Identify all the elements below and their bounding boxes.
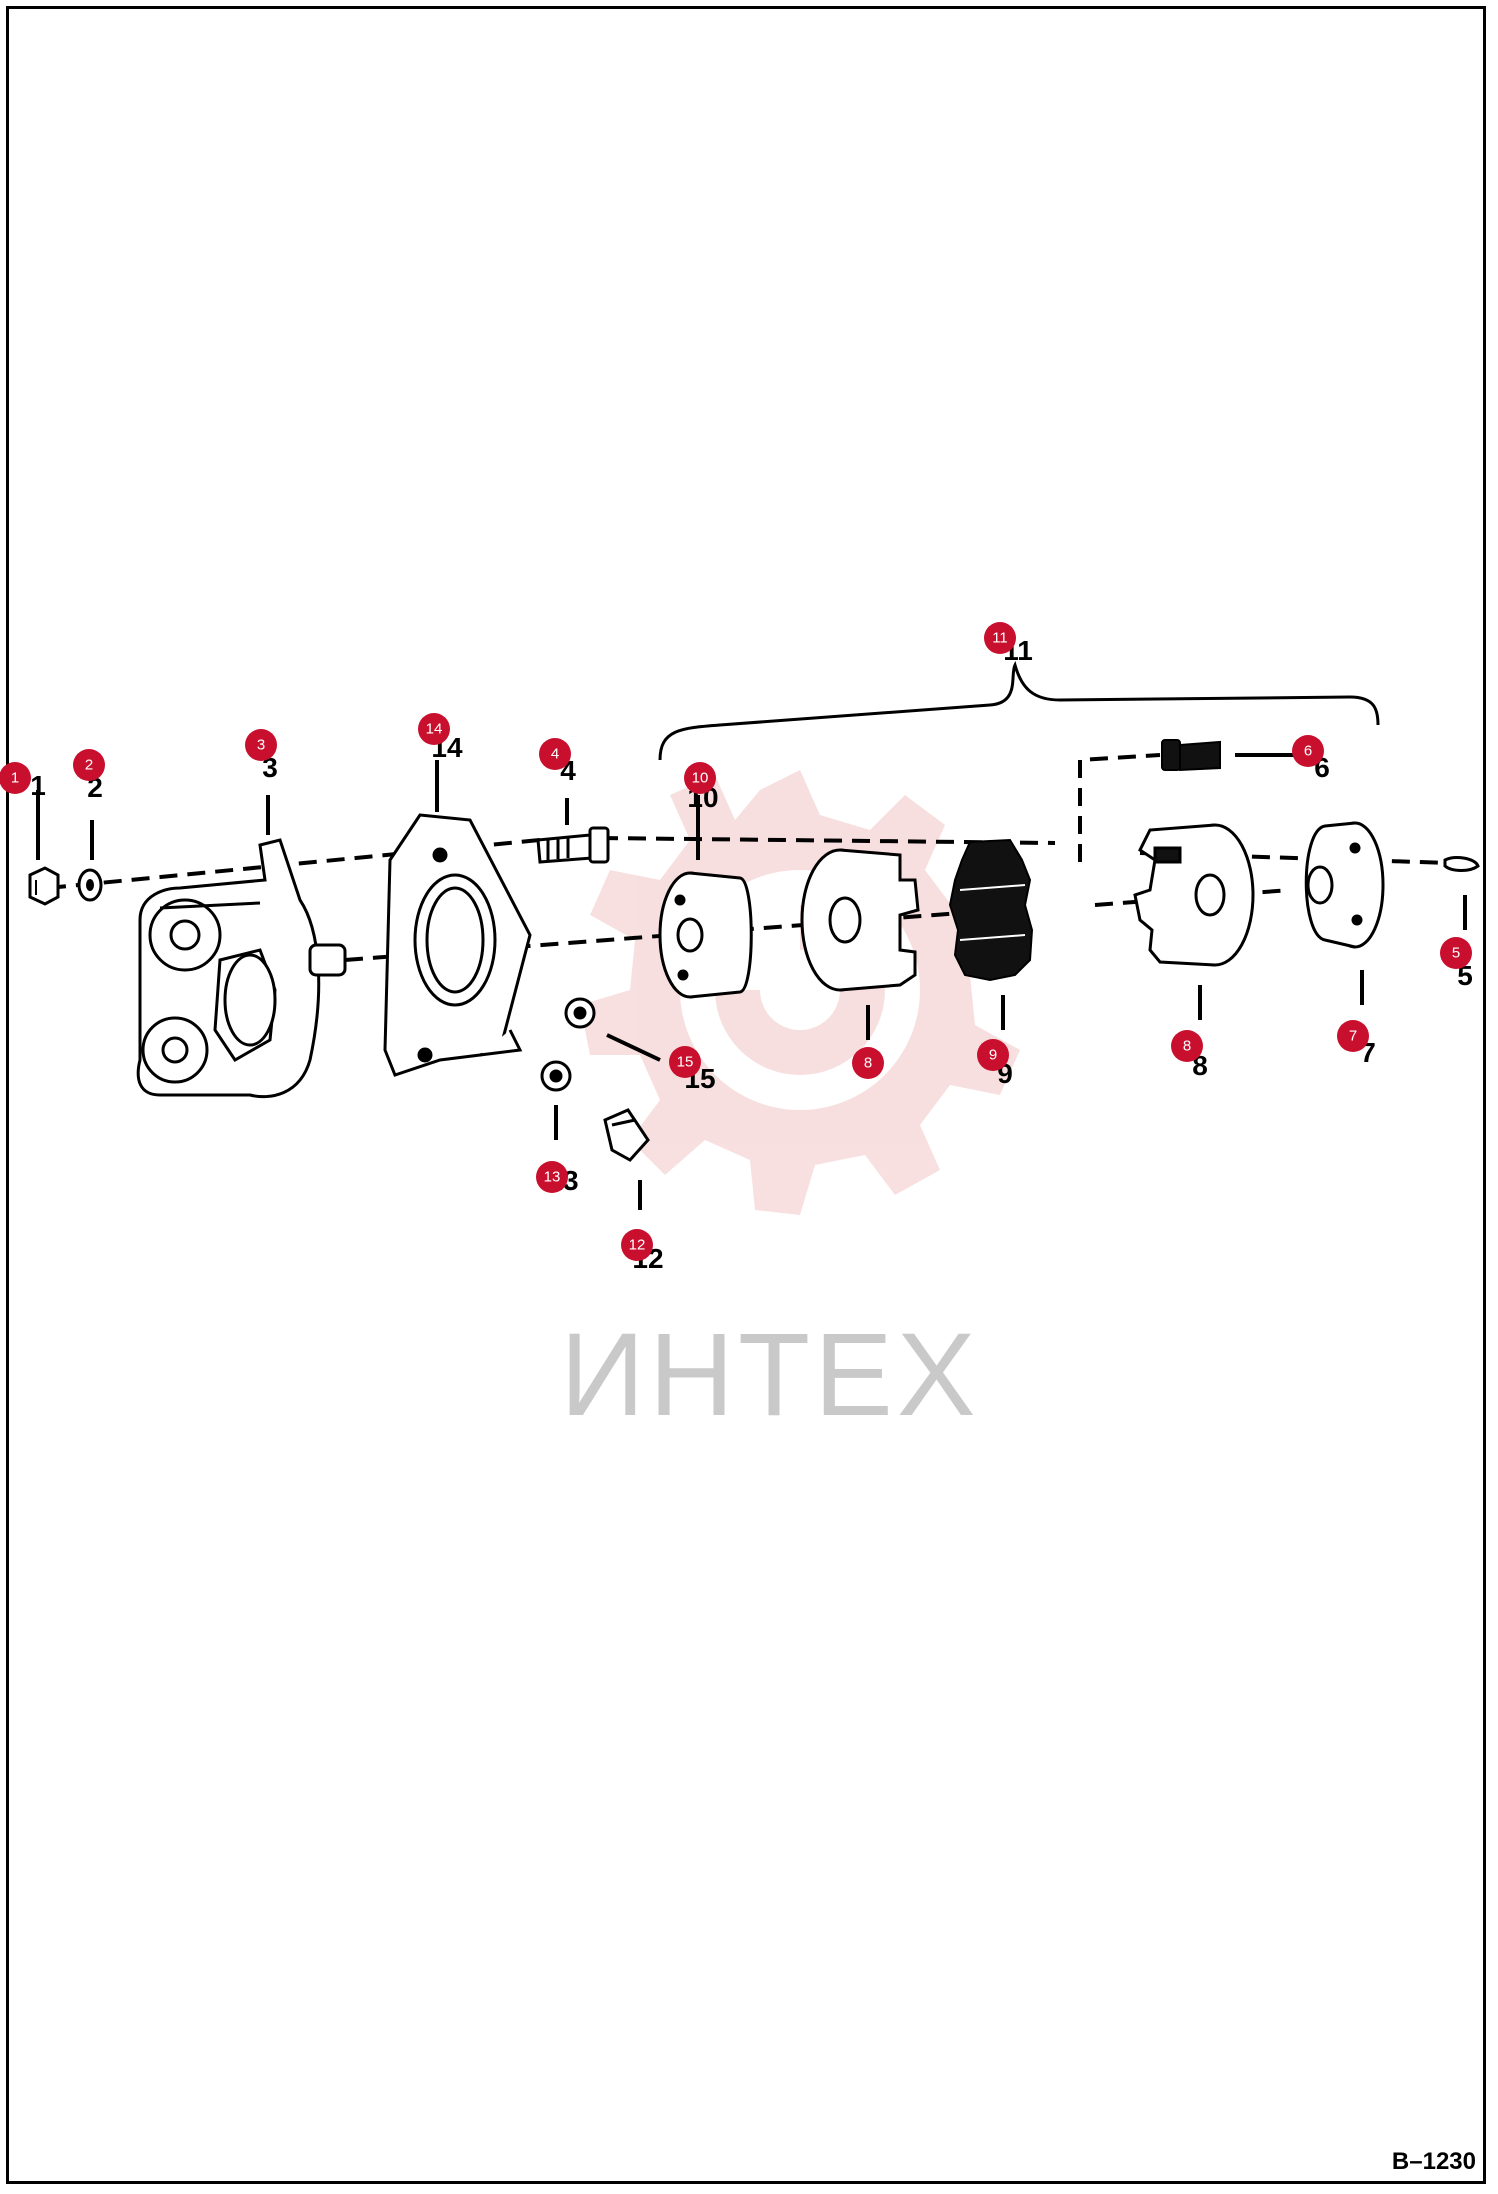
spider-insert-part [948, 838, 1034, 982]
callout-circle [684, 762, 716, 794]
callout-badge-14: 14 [418, 713, 450, 745]
washer-part [77, 868, 103, 902]
callout-number: 15 [677, 1054, 694, 1071]
callout-badge-8: 8 [1171, 1030, 1203, 1062]
hydraulic-pump-part [136, 838, 347, 1099]
bolt-part [536, 826, 610, 864]
callout-badge-2: 2 [73, 749, 105, 781]
callout-number: 8 [1183, 1038, 1191, 1055]
leader-lines [36, 753, 1467, 1210]
set-screw-part [1161, 739, 1221, 772]
part-number-label: 1 [30, 770, 46, 801]
callout-badge-9: 9 [977, 1039, 1009, 1071]
callout-circle [1292, 735, 1324, 767]
callout-number: 5 [1452, 945, 1460, 962]
callout-number: 1 [11, 770, 19, 787]
callout-badge-5: 5 [1440, 937, 1472, 969]
drawing-frame [6, 6, 1486, 2184]
callout-number: 9 [989, 1047, 997, 1064]
callout-badge-4: 4 [539, 738, 571, 770]
callout-badge-1: 1 [0, 762, 31, 794]
watermark-text: ИНТЕХ [560, 1309, 980, 1441]
callout-circle [1337, 1020, 1369, 1052]
callout-circle [984, 622, 1016, 654]
mounting-plate-part [383, 813, 532, 1077]
callout-number: 6 [1304, 743, 1312, 760]
callout-circle [536, 1161, 568, 1193]
callout-circle [1171, 1030, 1203, 1062]
nut-part [28, 866, 60, 906]
callout-number: 13 [544, 1169, 561, 1186]
callout-circle [0, 762, 31, 794]
callout-number: 12 [629, 1237, 646, 1254]
small-hardware-parts [540, 997, 650, 1162]
jaw-coupling-right-part [1133, 823, 1255, 967]
callout-circle [1440, 937, 1472, 969]
callout-circle [418, 713, 450, 745]
coupling-hub-right-part [1304, 821, 1385, 949]
callout-number: 8 [864, 1055, 872, 1072]
key-part [1443, 856, 1480, 872]
callout-badge-11: 11 [984, 622, 1016, 654]
callout-circle [73, 749, 105, 781]
callout-number: 4 [551, 746, 559, 763]
figure-id-label: B–1230 [1391, 2148, 1476, 2175]
callout-circle [669, 1046, 701, 1078]
callout-badge-12: 12 [621, 1229, 653, 1261]
callout-circle [621, 1229, 653, 1261]
callout-badge-6: 6 [1292, 735, 1324, 767]
callout-number: 2 [85, 757, 93, 774]
callout-circle [852, 1047, 884, 1079]
callout-badge-3: 3 [245, 729, 277, 761]
callout-number: 7 [1349, 1028, 1357, 1045]
callout-circle [539, 738, 571, 770]
callout-badge-10: 10 [684, 762, 716, 794]
callout-number: 10 [692, 770, 709, 787]
group-bracket [658, 660, 1380, 761]
callout-number: 11 [992, 630, 1008, 647]
callout-number: 3 [257, 737, 265, 754]
callout-badge-8: 8 [852, 1047, 884, 1079]
callout-circle [245, 729, 277, 761]
callout-badge-13: 13 [536, 1161, 568, 1193]
jaw-coupling-left-part [800, 848, 920, 992]
callout-number: 14 [426, 721, 443, 738]
coupling-hub-part [658, 871, 753, 999]
callout-badge-15: 15 [669, 1046, 701, 1078]
callout-badge-7: 7 [1337, 1020, 1369, 1052]
callout-circle [977, 1039, 1009, 1071]
